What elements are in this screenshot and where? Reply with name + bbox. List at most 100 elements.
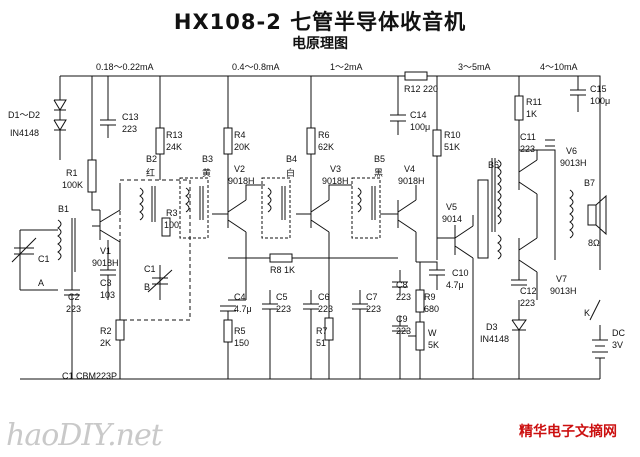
v6-transistor [518, 159, 538, 195]
r5-value: 150 [234, 338, 249, 348]
c13-capacitor [100, 76, 116, 138]
r9-label: R9 [424, 292, 436, 302]
b6-transformer [477, 179, 489, 259]
c11-capacitor [519, 139, 555, 151]
c7-capacitor [352, 290, 368, 379]
v4-type: 9018H [398, 176, 425, 186]
battery-value: 3V [612, 340, 623, 350]
r3-resistor [161, 217, 171, 237]
b4-color: 白 [286, 167, 295, 178]
v2-label: V2 [234, 164, 245, 174]
c5-label: C5 [276, 292, 288, 302]
r3-label: R3 [166, 208, 178, 218]
c4-label: C4 [234, 292, 246, 302]
c14-value: 100μ [410, 122, 430, 132]
c4-value: 4.7μ [234, 304, 252, 314]
r6-label: R6 [318, 130, 330, 140]
r11-resistor [514, 95, 524, 121]
c5-value: 223 [276, 304, 291, 314]
d3-type: IN4148 [480, 334, 509, 344]
diagram-subtitle: 电原理图 [292, 36, 348, 52]
pot-value: 5K [428, 340, 439, 350]
d1-d2-type: IN4148 [10, 128, 39, 138]
b3-label: B3 [202, 154, 213, 164]
c8-label: C8 [396, 280, 408, 290]
c5-capacitor [262, 290, 278, 379]
c1-label: C1 [38, 254, 50, 264]
c3-label: C3 [100, 278, 112, 288]
battery-label: DC [612, 328, 625, 338]
c14-capacitor [390, 76, 406, 135]
v5-type: 9014 [442, 214, 462, 224]
c2-capacitor [64, 272, 80, 379]
r10-value: 51K [444, 142, 460, 152]
c1b-c1-label: C1 [144, 264, 156, 274]
c1a-capacitor [11, 230, 37, 290]
r9-resistor [415, 289, 425, 313]
r1-value: 100K [62, 180, 83, 190]
r9-value: 680 [424, 304, 439, 314]
c9-label: C9 [396, 314, 408, 324]
r12-label: R12 220 [404, 84, 438, 94]
r8-resistor [269, 253, 293, 263]
c8-value: 223 [396, 292, 411, 302]
current-label-3: 1～2mA [330, 62, 363, 72]
b1-label: B1 [58, 204, 69, 214]
r10-resistor [432, 129, 442, 157]
r11-value: 1K [526, 109, 537, 119]
b7-output-coil [569, 189, 574, 239]
speaker-label: B7 [584, 178, 595, 188]
r6-value: 62K [318, 142, 334, 152]
v7-label: V7 [556, 274, 567, 284]
b3-if-coil [179, 177, 209, 239]
pot-label: W [428, 328, 437, 338]
v2-transistor [212, 199, 247, 233]
current-label-2: 0.4～0.8mA [232, 62, 280, 72]
speaker-symbol [587, 194, 607, 236]
b2-label: B2 [146, 154, 157, 164]
b6-label: B6 [488, 160, 499, 170]
v7-type: 9013H [550, 286, 577, 296]
supply-rail [60, 75, 601, 270]
v1-label: V1 [100, 246, 111, 256]
c7-label: C7 [366, 292, 378, 302]
diagram-title: HX108-2 七管半导体收音机 [173, 10, 467, 34]
v6-label: V6 [566, 146, 577, 156]
v7-transistor [518, 237, 538, 273]
c1-part-label: C1 CBM223P [62, 371, 117, 381]
c1a-label: A [38, 278, 44, 288]
c12-value: 223 [520, 298, 535, 308]
watermark-site: 精华电子文摘网 [519, 424, 617, 440]
r5-resistor [223, 319, 233, 343]
v6-type: 9013H [560, 158, 587, 168]
r1-label: R1 [66, 168, 78, 178]
r4-value: 20K [234, 142, 250, 152]
c10-value: 4.7μ [446, 280, 464, 290]
r2-resistor [115, 319, 125, 341]
r7-value: 51 [316, 338, 326, 348]
r13-label: R13 [166, 130, 183, 140]
v2-type: 9018H [228, 176, 255, 186]
b4-if-coil [261, 177, 291, 239]
r5-label: R5 [234, 326, 246, 336]
c14-label: C14 [410, 110, 427, 120]
r4-resistor [223, 127, 233, 155]
switch-k [589, 299, 601, 340]
c3-capacitor [100, 240, 116, 300]
c7-value: 223 [366, 304, 381, 314]
c1b-label: B [144, 282, 150, 292]
v4-label: V4 [404, 164, 415, 174]
r3-value: 100 [164, 220, 179, 230]
c15-capacitor [570, 76, 586, 112]
d3-label: D3 [486, 322, 498, 332]
c9-value: 223 [396, 326, 411, 336]
r2-value: 2K [100, 338, 111, 348]
current-label-4: 3～5mA [458, 62, 491, 72]
c1-gang-box [119, 179, 191, 321]
battery-dc [592, 339, 608, 379]
v1-transistor [92, 209, 121, 243]
c11-label: C11 [520, 132, 536, 142]
c9-capacitor [392, 316, 408, 379]
d3-diode [511, 300, 527, 379]
